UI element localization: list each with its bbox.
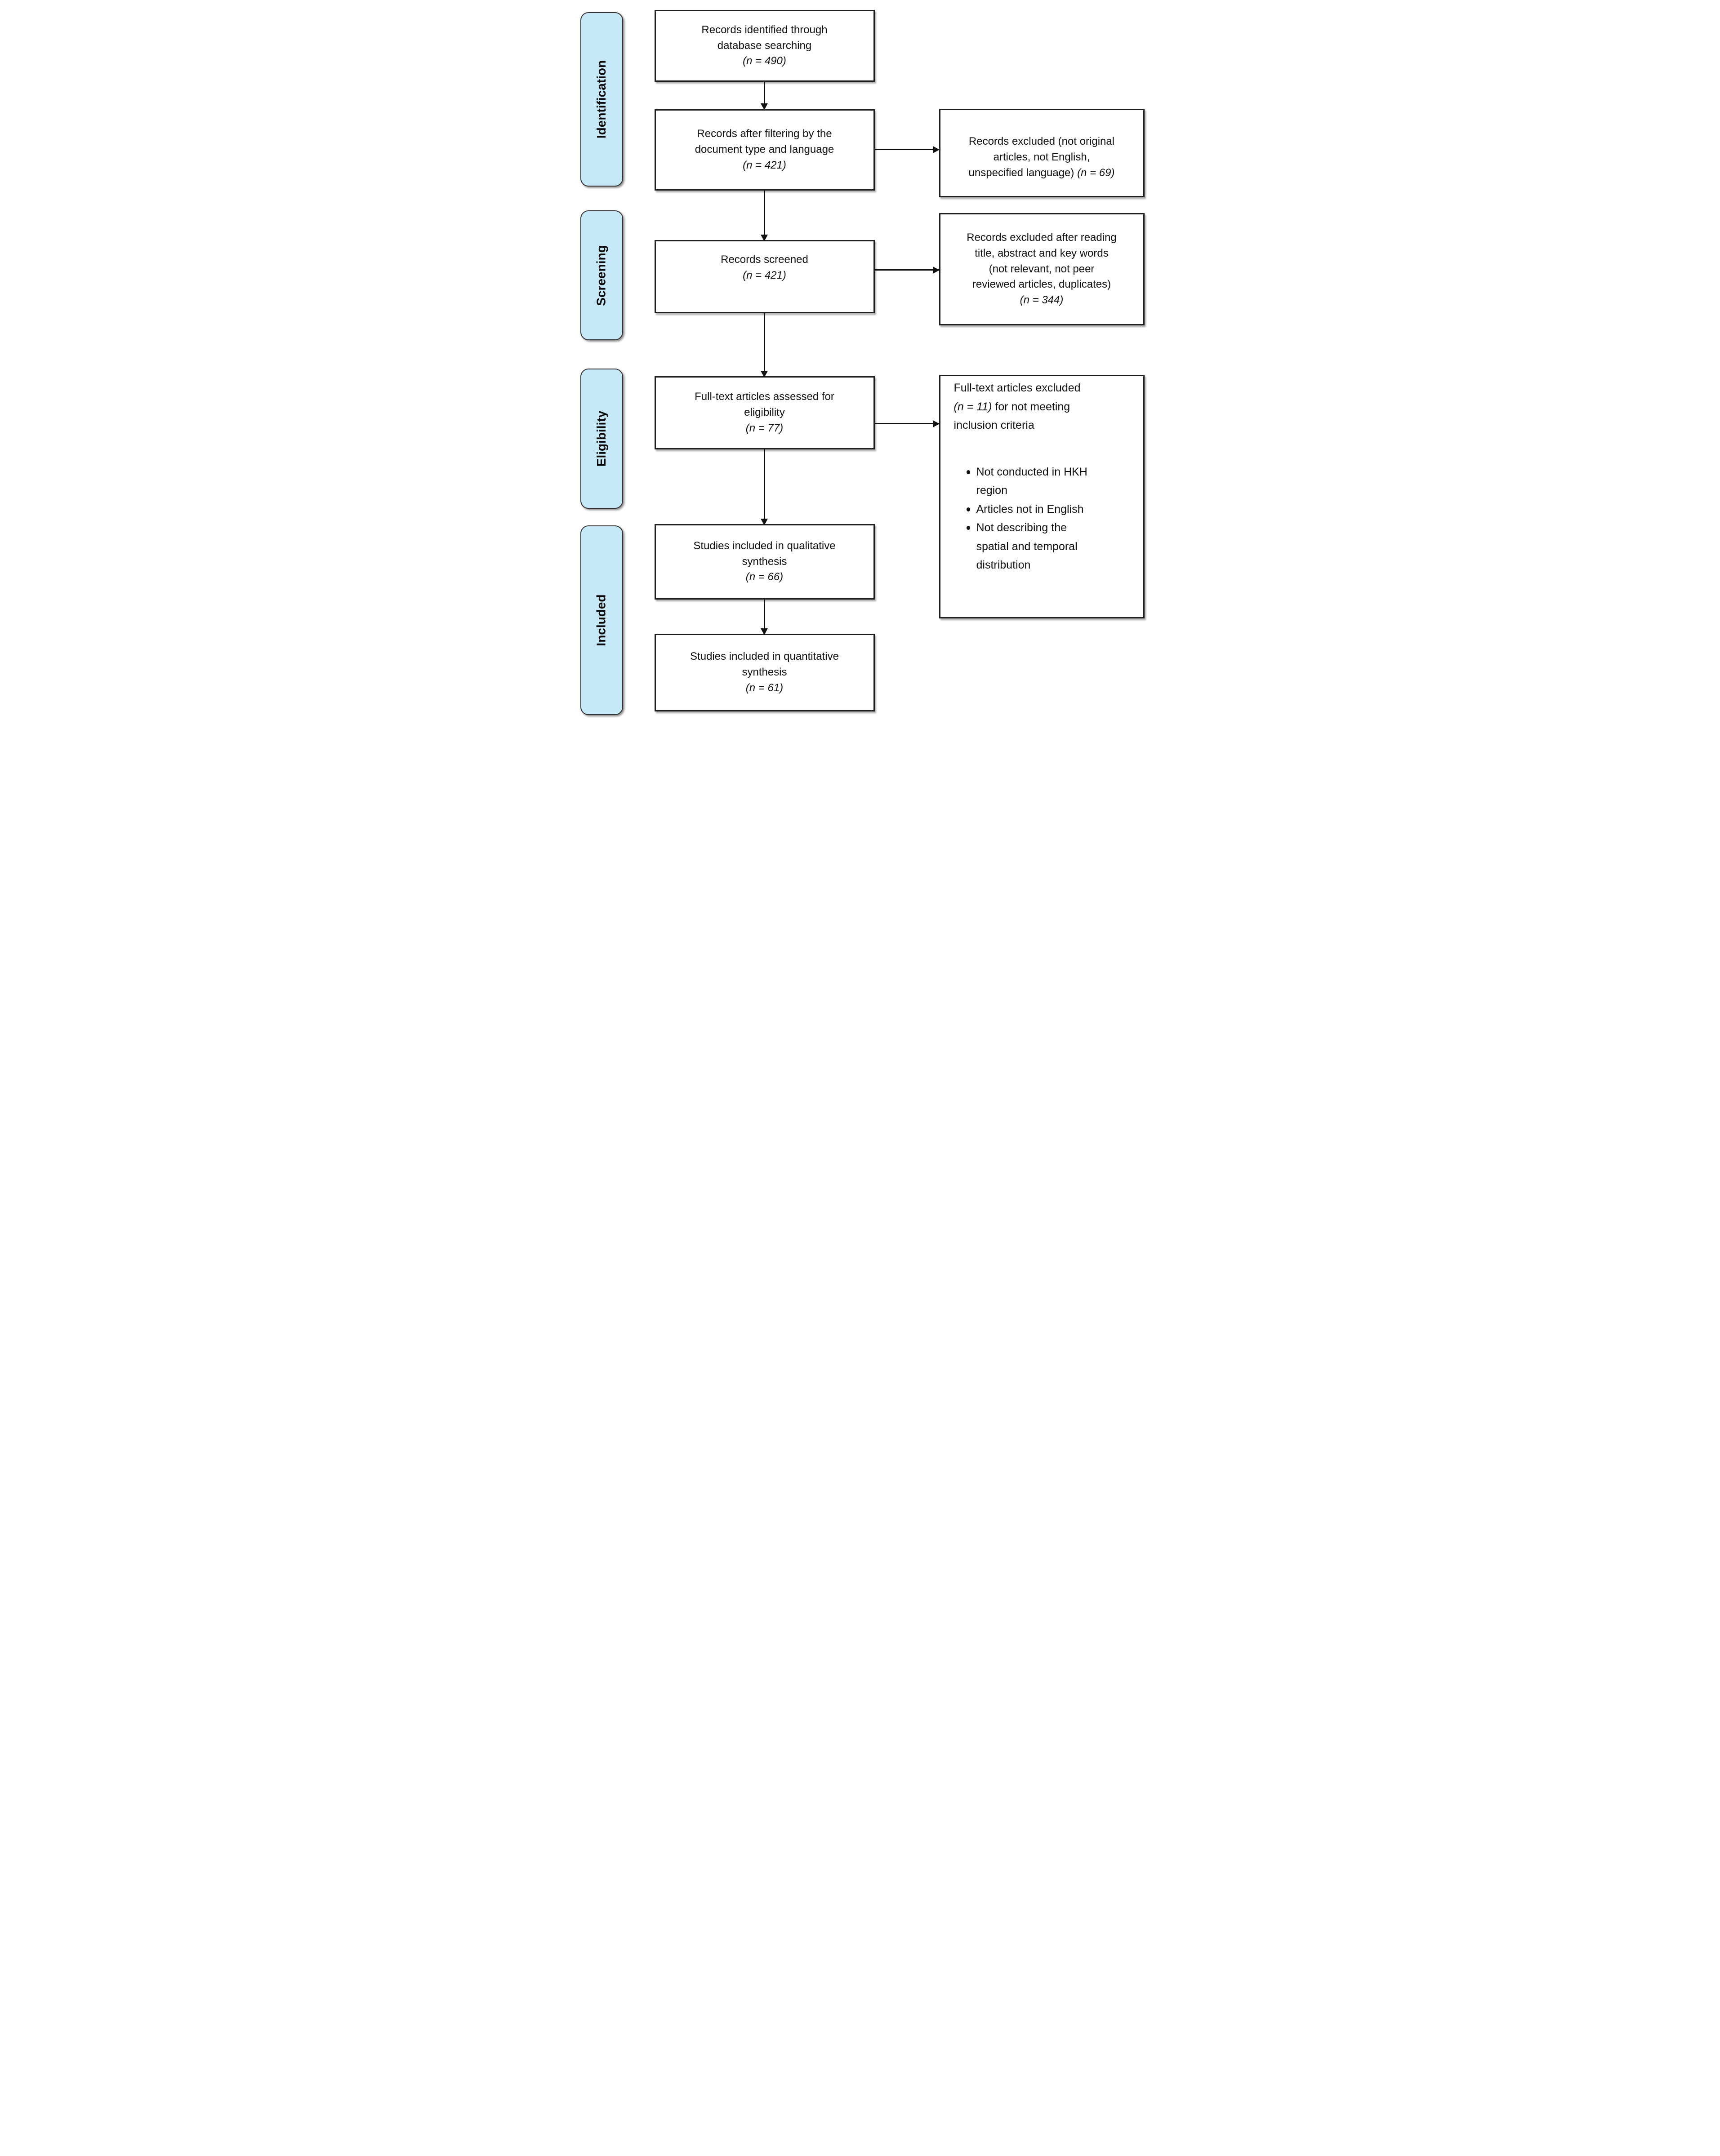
box-records-excluded-screening-count: (n = 344) — [1020, 294, 1064, 307]
list-item-text: Articles not in English — [976, 502, 1084, 516]
box-records-screened-text: Records screened — [721, 253, 808, 266]
box-records-filtered-count: (n = 421) — [743, 159, 786, 171]
bullet-icon — [966, 507, 970, 511]
box-fulltext-excluded: Full-text articles excluded (n = 11) for… — [939, 375, 1145, 618]
stage-identification-label: Identification — [594, 60, 609, 139]
box-records-excluded-screening: Records excluded after reading title, ab… — [939, 213, 1145, 325]
stage-identification: Identification — [580, 12, 623, 187]
arrow-screened-to-fulltext-icon — [763, 313, 765, 377]
box-records-excluded-screening-text: Records excluded after reading title, ab… — [967, 231, 1117, 291]
arrow-filtered-to-screened-icon — [763, 191, 765, 241]
stage-eligibility-label: Eligibility — [594, 410, 608, 467]
box-records-screened-count: (n = 421) — [743, 269, 786, 281]
bullet-icon — [966, 526, 970, 530]
stage-screening: Screening — [580, 210, 623, 340]
arrow-identified-to-filtered-icon — [763, 82, 765, 110]
box-records-identified-count: (n = 490) — [743, 55, 786, 67]
box-records-identified: Records identified through database sear… — [654, 10, 875, 82]
box-quantitative-synthesis: Studies included in quantitative synthes… — [654, 634, 875, 711]
arrow-fulltext-to-excluded-icon — [874, 423, 939, 424]
arrow-filtered-to-excluded-icon — [874, 149, 939, 150]
list-item: Articles not in English — [954, 500, 1087, 519]
box-records-identified-text: Records identified through database sear… — [701, 23, 828, 52]
stage-screening-label: Screening — [594, 244, 609, 306]
box-fulltext-excluded-count: (n = 11) — [954, 400, 992, 413]
box-records-excluded-language-body: Records excluded (not original articles,… — [969, 134, 1115, 181]
box-records-excluded-language-count: (n = 69) — [1077, 166, 1115, 179]
box-records-screened: Records screened (n = 421) — [654, 240, 875, 313]
list-item-text: Not describing the spatial and temporal … — [976, 521, 1078, 571]
box-quantitative-synthesis-text: Studies included in quantitative synthes… — [690, 650, 839, 679]
box-qualitative-synthesis: Studies included in qualitative synthesi… — [654, 524, 875, 600]
box-fulltext-assessed-count: (n = 77) — [745, 422, 784, 434]
exclusion-reason-list: Not conducted in HKH region Articles not… — [954, 463, 1087, 575]
list-item: Not conducted in HKH region — [954, 463, 1087, 500]
box-records-filtered: Records after filtering by the document … — [654, 109, 875, 191]
box-fulltext-excluded-reason: (n = 11) for not meeting inclusion crite… — [954, 398, 1081, 435]
stage-included-label: Included — [594, 594, 608, 646]
box-fulltext-assessed: Full-text articles assessed for eligibil… — [654, 376, 875, 449]
box-quantitative-synthesis-count: (n = 61) — [745, 681, 784, 694]
list-item: Not describing the spatial and temporal … — [954, 519, 1087, 575]
box-fulltext-assessed-text: Full-text articles assessed for eligibil… — [695, 391, 834, 419]
box-records-filtered-text: Records after filtering by the document … — [695, 128, 834, 156]
list-item-text: Not conducted in HKH region — [976, 465, 1087, 497]
bullet-icon — [966, 470, 970, 474]
box-qualitative-synthesis-text: Studies included in qualitative synthesi… — [693, 539, 836, 568]
stage-included: Included — [580, 525, 623, 715]
box-fulltext-excluded-title: Full-text articles excluded — [954, 382, 1081, 394]
box-fulltext-excluded-suffix: for not meeting inclusion criteria — [954, 400, 1070, 432]
box-records-excluded-language: Records excluded (not original articles,… — [939, 109, 1145, 197]
prisma-flow-diagram: Identification Screening Eligibility Inc… — [573, 0, 1147, 719]
arrow-screened-to-excluded-icon — [874, 269, 939, 271]
stage-eligibility: Eligibility — [580, 369, 623, 509]
box-fulltext-excluded-paragraph: Full-text articles excluded (n = 11) for… — [954, 379, 1081, 435]
arrow-fulltext-to-qualitative-icon — [763, 449, 765, 525]
box-qualitative-synthesis-count: (n = 66) — [745, 571, 784, 583]
box-records-excluded-language-text: Records excluded (not original articles,… — [968, 135, 1115, 179]
arrow-qualitative-to-quantitative-icon — [763, 600, 765, 635]
